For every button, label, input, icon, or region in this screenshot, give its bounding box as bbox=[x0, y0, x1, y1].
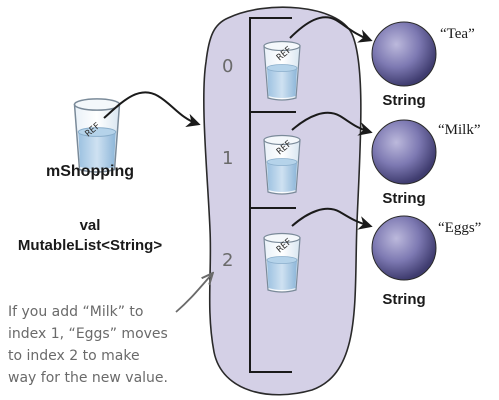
svg-text:way for the new value.: way for the new value. bbox=[8, 370, 168, 386]
index-label: 1 bbox=[222, 148, 233, 169]
string-object-sphere bbox=[371, 21, 437, 87]
string-value: “Milk” bbox=[438, 122, 481, 138]
list-container bbox=[203, 6, 362, 396]
variable-keyword: val bbox=[80, 217, 101, 234]
annotation-arrow bbox=[175, 274, 212, 313]
string-object-sphere bbox=[371, 119, 437, 185]
index-label: 0 bbox=[222, 56, 233, 77]
svg-text:If you add “Milk” to: If you add “Milk” to bbox=[8, 304, 143, 320]
list-item: 2 REF “Eggs” String bbox=[222, 207, 481, 308]
ref-arrow bbox=[291, 207, 373, 230]
string-type-label: String bbox=[382, 190, 425, 207]
variable-name: mShopping bbox=[46, 163, 134, 180]
list-slots bbox=[249, 17, 296, 373]
svg-text:to index 2 to make: to index 2 to make bbox=[8, 348, 140, 364]
list-item: 1 REF “Milk” String bbox=[222, 111, 481, 207]
index-label: 2 bbox=[222, 250, 233, 271]
svg-text:index 1, “Eggs” moves: index 1, “Eggs” moves bbox=[8, 326, 168, 342]
string-value: “Eggs” bbox=[438, 220, 481, 236]
list-item: 0 REF “Tea” String bbox=[222, 16, 475, 109]
annotation: If you add “Milk” to index 1, “Eggs” mov… bbox=[8, 304, 168, 386]
string-value: “Tea” bbox=[440, 26, 475, 42]
string-object-sphere bbox=[371, 215, 437, 281]
string-type-label: String bbox=[382, 291, 425, 308]
string-type-label: String bbox=[382, 92, 425, 109]
ref-arrow bbox=[289, 16, 373, 43]
ref-arrow bbox=[291, 111, 373, 136]
variable-type: MutableList<String> bbox=[18, 237, 162, 254]
variable-ref-arrow bbox=[103, 91, 201, 128]
